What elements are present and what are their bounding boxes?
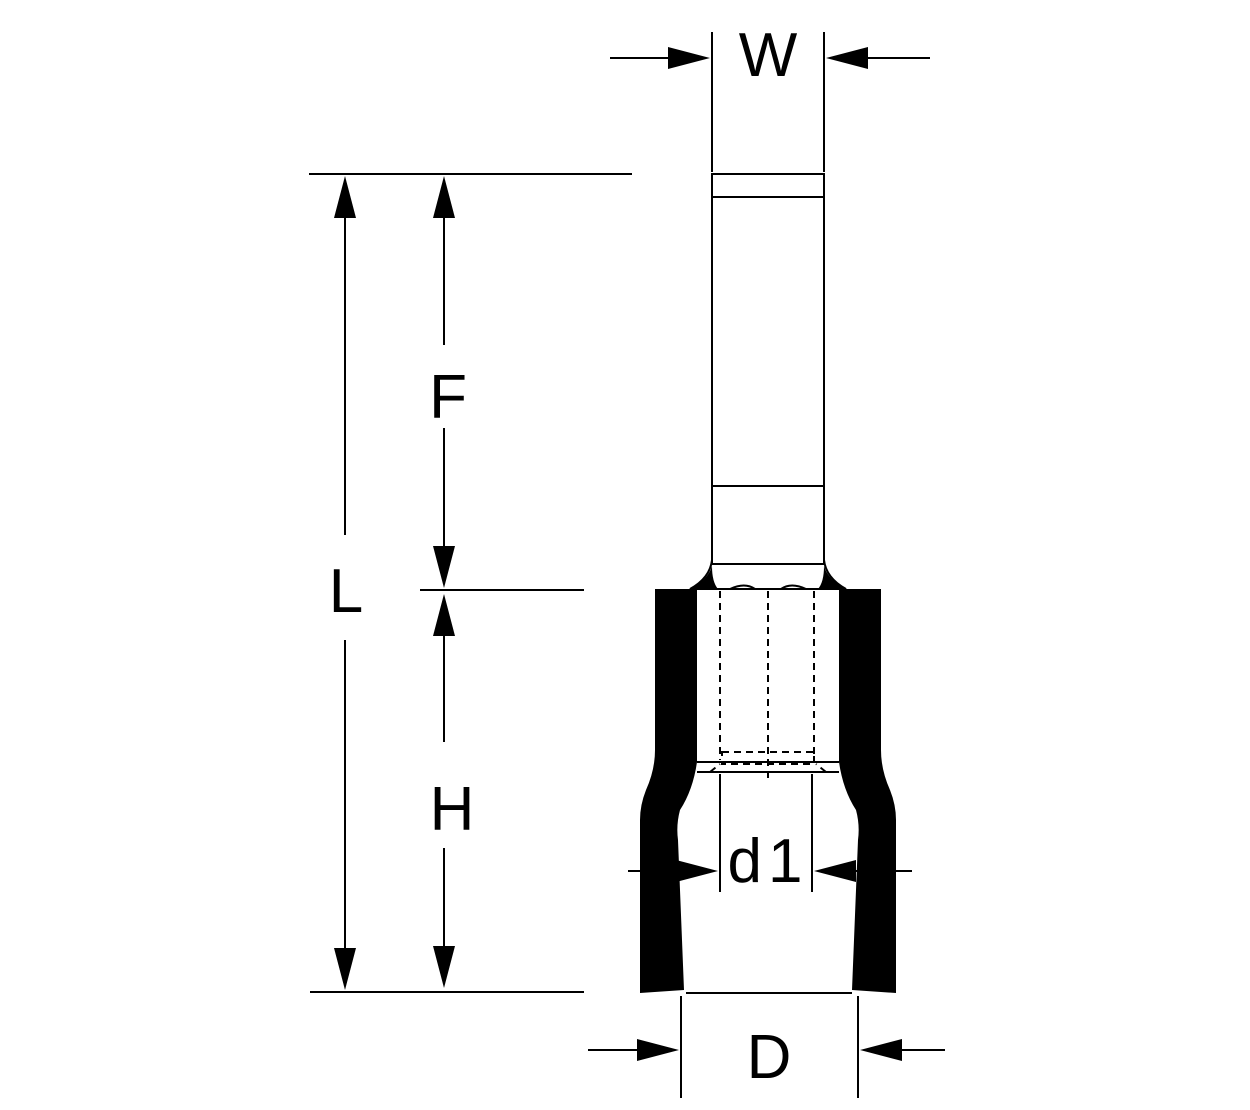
pin-flare-fill-right [818, 566, 846, 589]
h-arrowhead-bottom [433, 946, 455, 988]
d-arrowhead-right [860, 1039, 902, 1061]
insulation-sleeve [640, 588, 896, 994]
barrel-hidden-bottom [721, 751, 815, 765]
barrel-hidden-lines [709, 591, 827, 780]
width-label: W [739, 21, 798, 90]
pin-length-dimension [433, 176, 455, 588]
sleeve-wall-right [839, 589, 896, 993]
width-arrowhead-right [826, 47, 868, 69]
reference-lines [309, 173, 632, 993]
pin-flare-fill-left [690, 566, 718, 589]
d-arrowhead-left [637, 1039, 679, 1061]
barrel-hidden-slant-left [709, 763, 721, 773]
d1-arrowhead-right [814, 860, 856, 882]
pin-outline [711, 173, 825, 565]
f-arrowhead-top [433, 176, 455, 218]
inner-diameter-dimension [628, 774, 912, 892]
d1-arrowhead-left [676, 860, 718, 882]
outer-diameter-label: D [747, 1023, 792, 1092]
length-arrowhead-bottom [334, 948, 356, 990]
length-arrowhead-top [334, 176, 356, 218]
sleeve-length-label: H [430, 775, 475, 844]
width-dimension [610, 32, 930, 172]
pin-length-label: F [429, 363, 467, 432]
f-arrowhead-bottom [433, 546, 455, 588]
outer-diameter-dimension [588, 996, 945, 1098]
length-dimension [334, 176, 356, 990]
inner-diameter-label: d1 [728, 827, 809, 896]
sleeve-length-dimension [433, 594, 455, 988]
h-arrowhead-top [433, 594, 455, 636]
pin-body [689, 173, 847, 590]
width-arrowhead-left [668, 47, 710, 69]
sleeve-wall-left [640, 589, 697, 993]
length-label: L [329, 557, 363, 626]
barrel-hidden-slant-right [815, 763, 827, 773]
